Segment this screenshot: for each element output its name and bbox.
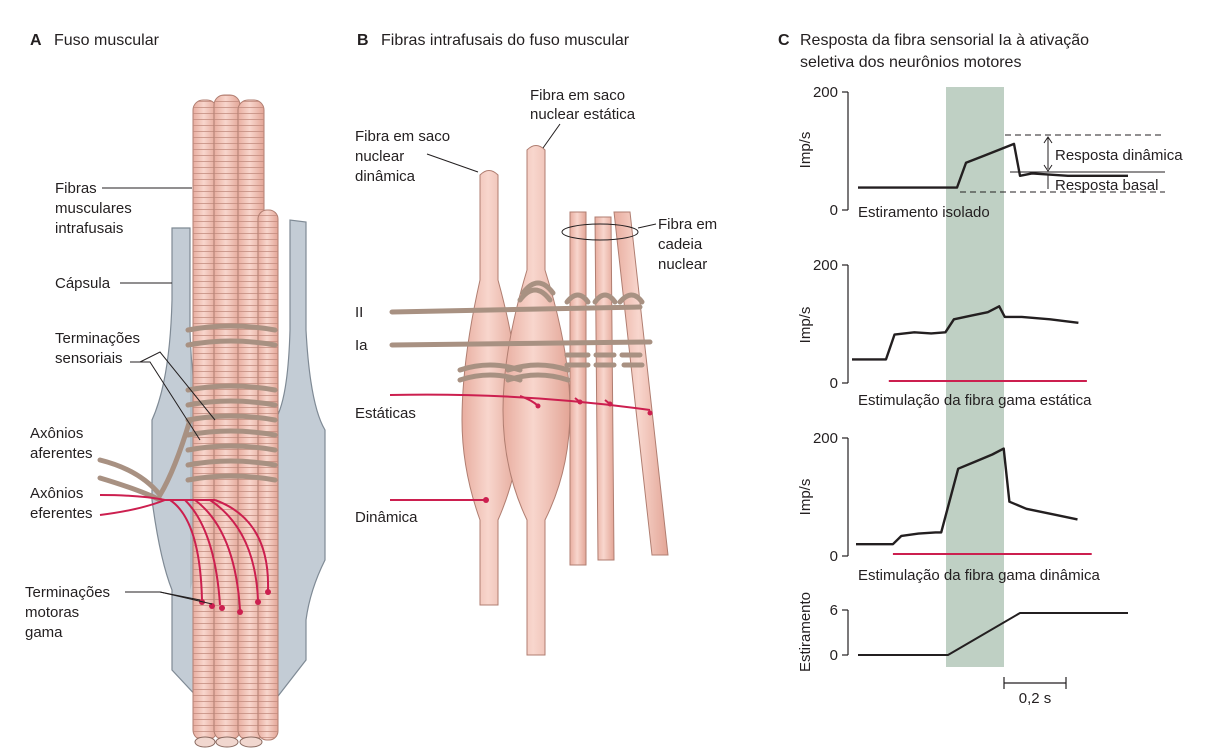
label-static: Estáticas xyxy=(355,405,416,422)
label-intrafusal-3: intrafusais xyxy=(55,220,123,237)
label-stat-bag-1: Fibra em saco xyxy=(530,87,625,104)
label-intrafusal-1: Fibras xyxy=(55,180,97,197)
panel-c-title-2: seletiva dos neurônios motores xyxy=(800,54,1021,71)
time-scale-bar: 0,2 s xyxy=(1003,677,1067,707)
label-sensory-1: Terminações xyxy=(55,330,140,347)
label-gamma-2: motoras xyxy=(25,604,79,621)
y-axis-label-3: Estiramento xyxy=(797,592,814,672)
label-dyn-bag-3: dinâmica xyxy=(355,168,416,185)
label-dynamic: Dinâmica xyxy=(355,509,418,526)
panel-a-title: Fuso muscular xyxy=(54,32,160,49)
chain-fibers xyxy=(569,211,669,566)
trace-caption-1: Estimulação da fibra gama estática xyxy=(858,392,1092,409)
label-gamma-1: Terminações xyxy=(25,584,110,601)
annot-basal-response: Resposta basal xyxy=(1055,177,1158,194)
y-tick-label-1-1: 200 xyxy=(813,257,838,274)
label-chain-3: nuclear xyxy=(658,256,707,273)
scale-bar-label: 0,2 s xyxy=(1019,690,1052,707)
trace-caption-0: Estiramento isolado xyxy=(858,204,990,221)
y-tick-label-1-0: 0 xyxy=(830,375,838,392)
y-axis-label-0: Imp/s xyxy=(797,132,814,169)
label-chain-1: Fibra em xyxy=(658,216,717,233)
label-ia: Ia xyxy=(355,337,368,354)
label-dyn-bag-1: Fibra em saco xyxy=(355,128,450,145)
y-tick-label-2-0: 0 xyxy=(830,548,838,565)
annot-dynamic-response: Resposta dinâmica xyxy=(1055,147,1183,164)
label-ii: II xyxy=(355,304,363,321)
label-dyn-bag-2: nuclear xyxy=(355,148,404,165)
stretch-shading xyxy=(946,87,1004,667)
chain-highlight xyxy=(561,223,639,241)
intrafusal-fibers xyxy=(192,94,279,748)
panel-b-title: Fibras intrafusais do fuso muscular xyxy=(381,32,630,49)
y-tick-label-2-1: 200 xyxy=(813,430,838,447)
label-capsule: Cápsula xyxy=(55,275,111,292)
panel-a-letter: A xyxy=(30,32,42,49)
y-tick-label-0-1: 200 xyxy=(813,84,838,101)
dynamic-gamma-fiber xyxy=(390,497,489,503)
gamma-motor-endings xyxy=(199,589,271,615)
label-sensory-2: sensoriais xyxy=(55,350,123,367)
panel-b-letter: B xyxy=(357,32,369,49)
y-axis-label-1: Imp/s xyxy=(797,307,814,344)
label-afferent-2: aferentes xyxy=(30,445,93,462)
panel-a: A Fuso muscular xyxy=(25,32,326,748)
response-annotations: Resposta dinâmica Resposta basal xyxy=(960,134,1183,194)
y-tick-label-3-1: 6 xyxy=(830,602,838,619)
panel-c: C Resposta da fibra sensorial Ia à ativa… xyxy=(778,32,1183,707)
label-efferent-2: eferentes xyxy=(30,505,93,522)
sensory-endings xyxy=(185,323,278,483)
label-efferent-1: Axônios xyxy=(30,485,83,502)
trace-line-3 xyxy=(858,612,1128,656)
label-chain-2: cadeia xyxy=(658,236,703,253)
nerve-ii xyxy=(389,280,645,315)
y-tick-label-3-0: 0 xyxy=(830,647,838,664)
gamma-motor-fibers xyxy=(99,494,270,611)
trace-caption-2: Estimulação da fibra gama dinâmica xyxy=(858,567,1100,584)
label-intrafusal-2: musculares xyxy=(55,200,132,217)
y-tick-label-0-0: 0 xyxy=(830,202,838,219)
trace-line-2 xyxy=(856,447,1078,546)
panel-b: B Fibras intrafusais do fuso muscular xyxy=(355,32,717,656)
label-afferent-1: Axônios xyxy=(30,425,83,442)
nerve-ia xyxy=(389,339,653,383)
y-axis-label-2: Imp/s xyxy=(797,479,814,516)
trace-line-1 xyxy=(852,305,1079,361)
label-gamma-3: gama xyxy=(25,624,63,641)
panel-c-letter: C xyxy=(778,32,790,49)
panel-c-title-1: Resposta da fibra sensorial Ia à ativaçã… xyxy=(800,32,1089,49)
static-bag-fiber xyxy=(502,145,571,656)
label-stat-bag-2: nuclear estática xyxy=(530,106,636,123)
trace-line-0 xyxy=(858,142,1128,189)
